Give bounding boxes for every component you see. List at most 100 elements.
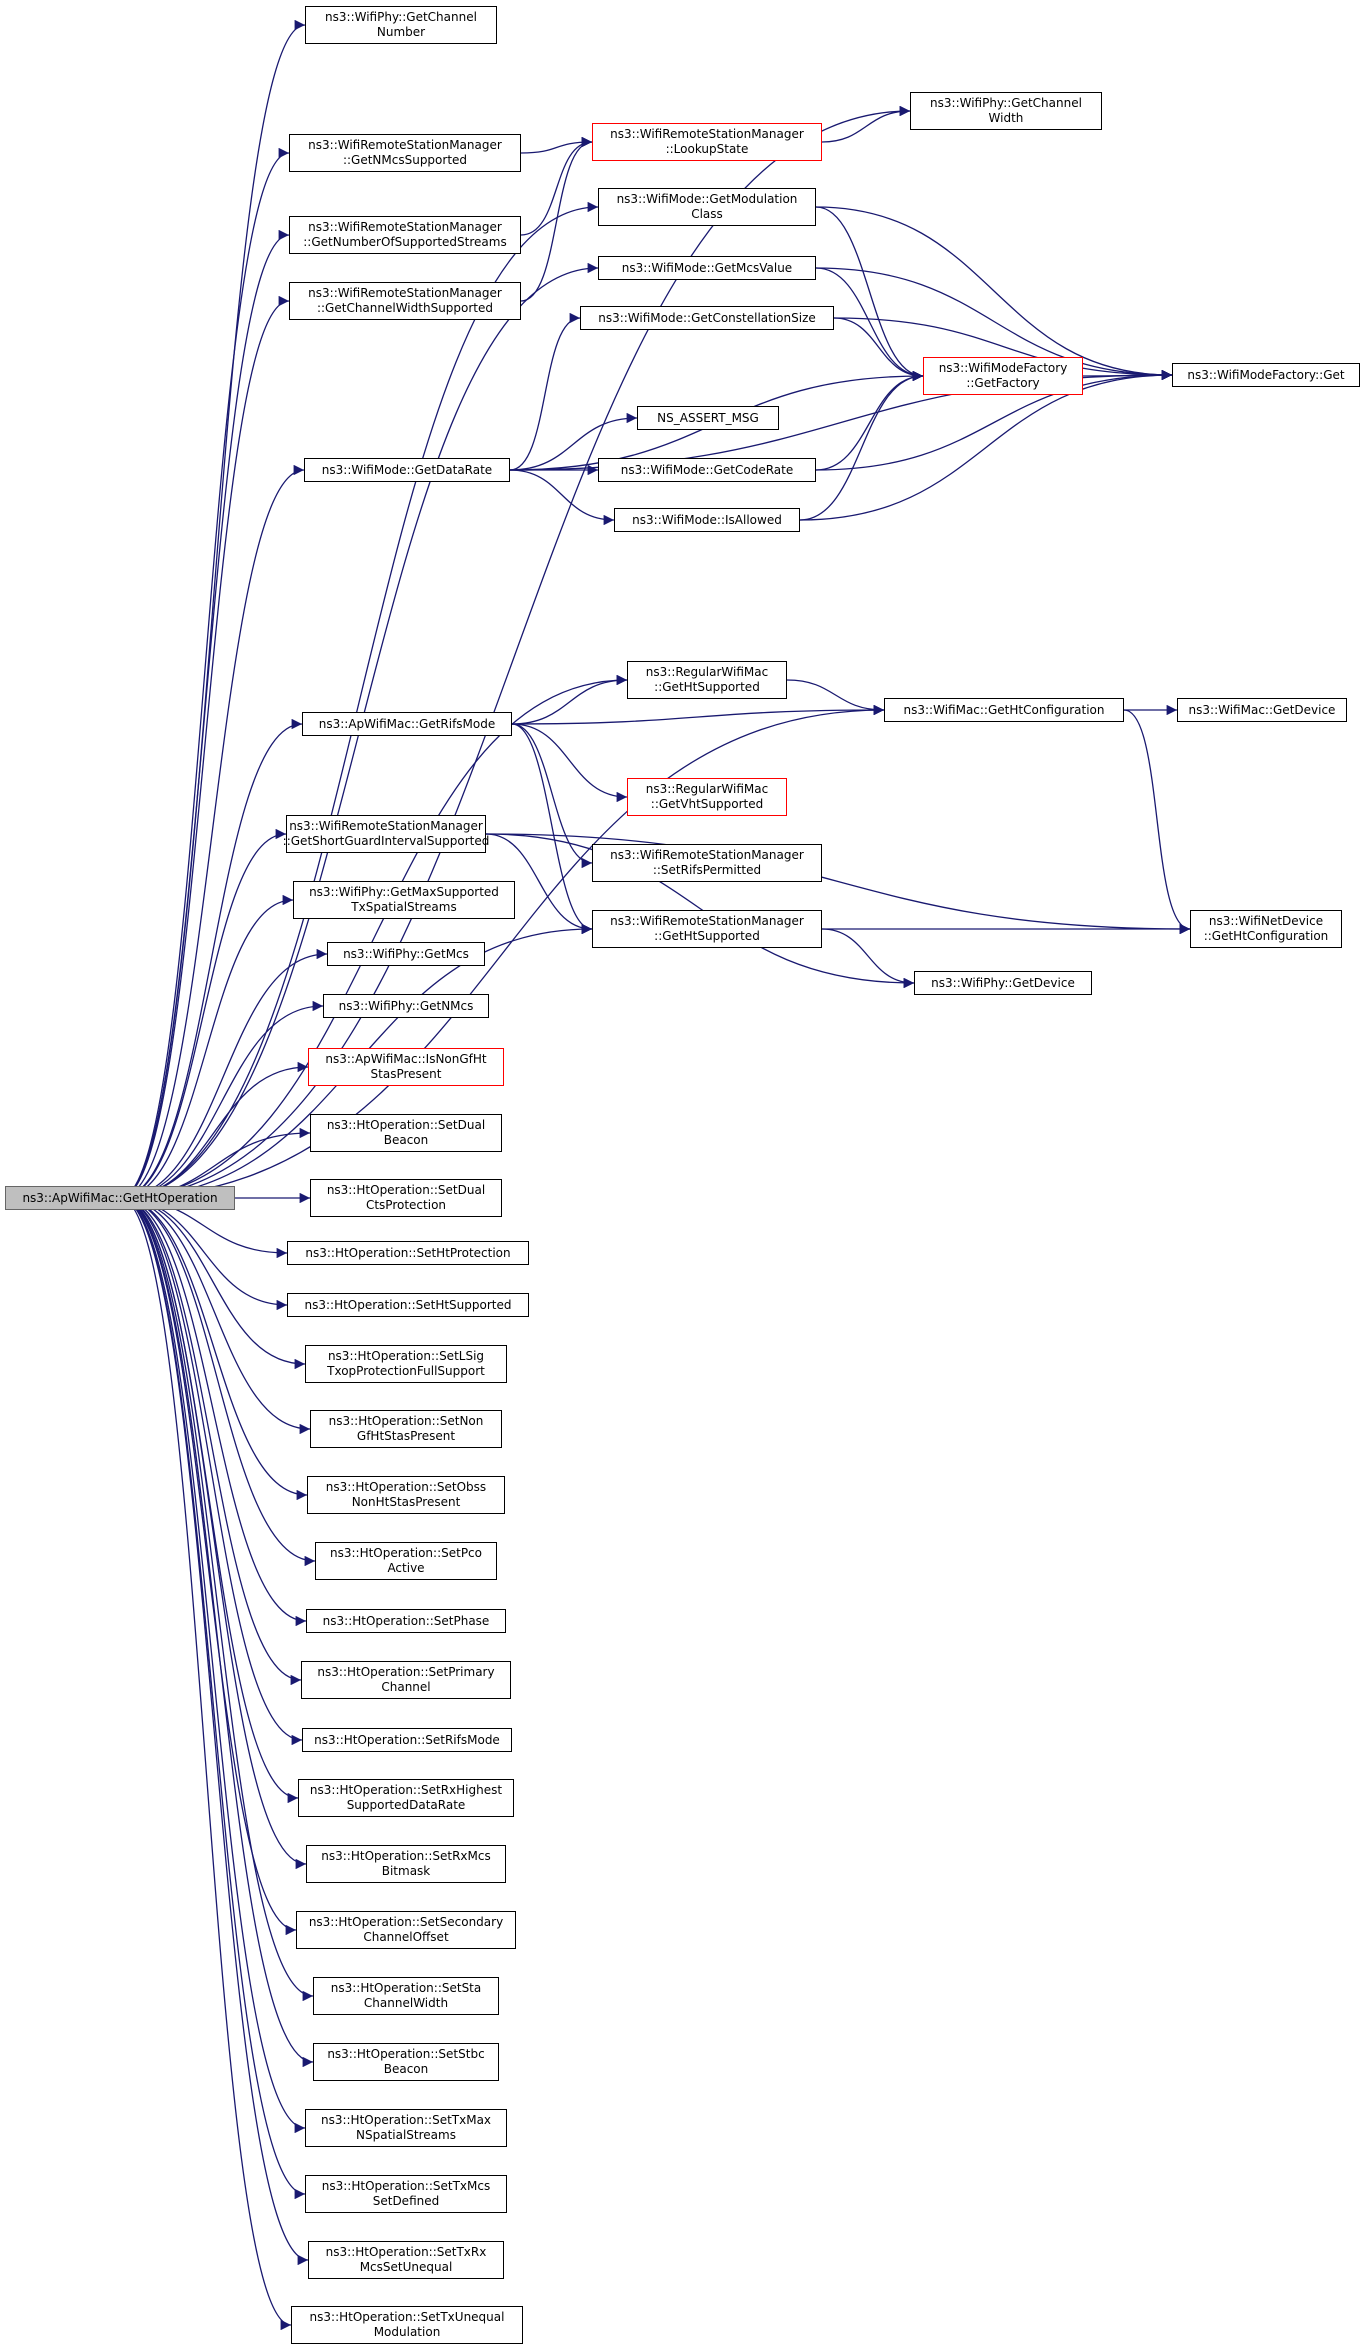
node-root[interactable]: ns3::ApWifiMac::GetHtOperation (5, 1186, 235, 1210)
edge-root-h18 (119, 1197, 306, 2200)
edge-rsmChanWidth-rsmLookup (520, 136, 593, 302)
edge-rifsMode-rsmHt (511, 723, 593, 935)
edge-root-h20 (119, 1197, 292, 2331)
edge-root-modeDataRate (119, 464, 305, 1199)
node-non-gf[interactable]: ns3::ApWifiMac::IsNonGfHt StasPresent (308, 1048, 504, 1086)
node-phy-chan-num[interactable]: ns3::WifiPhy::GetChannel Number (305, 6, 497, 44)
node-mac-ht-conf[interactable]: ns3::WifiMac::GetHtConfiguration (884, 698, 1124, 722)
edge-modeConst-factoryGetFactory (833, 317, 924, 382)
node-h06[interactable]: ns3::HtOperation::SetNon GfHtStasPresent (310, 1410, 502, 1448)
node-mac-device[interactable]: ns3::WifiMac::GetDevice (1177, 698, 1347, 722)
node-mode-const[interactable]: ns3::WifiMode::GetConstellationSize (580, 306, 834, 330)
edge-root-h19 (119, 1197, 309, 2266)
node-h01[interactable]: ns3::HtOperation::SetDual Beacon (310, 1114, 502, 1152)
edge-modeDataRate-assert (509, 412, 638, 471)
node-h17[interactable]: ns3::HtOperation::SetTxMax NSpatialStrea… (305, 2109, 507, 2147)
node-net-ht-conf[interactable]: ns3::WifiNetDevice ::GetHtConfiguration (1190, 910, 1342, 948)
edge-macHtConf-netHtConf (1123, 709, 1191, 935)
node-reg-ht[interactable]: ns3::RegularWifiMac ::GetHtSupported (627, 661, 787, 699)
node-rifs-mode[interactable]: ns3::ApWifiMac::GetRifsMode (302, 712, 512, 736)
edge-root-nonGf (119, 1061, 309, 1199)
edge-root-phyChanWidth (119, 105, 911, 1199)
edge-root-h08 (119, 1197, 316, 1567)
edge-rsmLookup-phyChanWidth (821, 105, 911, 143)
edge-modeModClass-factoryGetFactory (815, 206, 924, 382)
edge-root-rsmChanWidth (119, 295, 290, 1199)
node-h05[interactable]: ns3::HtOperation::SetLSig TxopProtection… (305, 1345, 507, 1383)
node-h18[interactable]: ns3::HtOperation::SetTxMcs SetDefined (305, 2175, 507, 2213)
node-h19[interactable]: ns3::HtOperation::SetTxRx McsSetUnequal (308, 2241, 504, 2279)
edge-rsmShortGI-phyDevice (485, 833, 915, 989)
node-mode-data-rate[interactable]: ns3::WifiMode::GetDataRate (304, 458, 510, 482)
edge-rsmHt-phyDevice (821, 928, 915, 989)
node-mode-is-allowed[interactable]: ns3::WifiMode::IsAllowed (614, 508, 800, 532)
edge-modeDataRate-modeIsAllowed (509, 469, 615, 526)
node-h09[interactable]: ns3::HtOperation::SetPhase (306, 1609, 506, 1633)
node-rsm-chan-width[interactable]: ns3::WifiRemoteStationManager ::GetChann… (289, 282, 521, 320)
edge-root-phyMcs (119, 948, 328, 1199)
edge-root-h10 (119, 1197, 302, 1686)
edge-modeMcsValue-factoryGet (815, 267, 1173, 381)
node-mode-code-rate[interactable]: ns3::WifiMode::GetCodeRate (598, 458, 816, 482)
edge-root-phyMaxSS (119, 894, 294, 1199)
edge-root-h16 (119, 1197, 314, 2068)
edge-root-h09 (119, 1197, 307, 1627)
node-rsm-rifs[interactable]: ns3::WifiRemoteStationManager ::SetRifsP… (592, 844, 822, 882)
node-h16[interactable]: ns3::HtOperation::SetStbc Beacon (313, 2043, 499, 2081)
node-phy-chan-width[interactable]: ns3::WifiPhy::GetChannel Width (910, 92, 1102, 130)
node-reg-vht[interactable]: ns3::RegularWifiMac ::GetVhtSupported (627, 778, 787, 816)
node-h11[interactable]: ns3::HtOperation::SetRifsMode (302, 1728, 512, 1752)
node-mode-mcs-value[interactable]: ns3::WifiMode::GetMcsValue (598, 256, 816, 280)
edge-modeMcsValue-factoryGetFactory (815, 267, 924, 382)
node-h15[interactable]: ns3::HtOperation::SetSta ChannelWidth (313, 1977, 499, 2015)
edge-root-h11 (119, 1197, 303, 1746)
node-factory-get[interactable]: ns3::WifiModeFactory::Get (1172, 363, 1360, 387)
node-assert[interactable]: NS_ASSERT_MSG (637, 406, 779, 430)
edge-modeIsAllowed-factoryGet (799, 369, 1173, 521)
node-rsm-streams[interactable]: ns3::WifiRemoteStationManager ::GetNumbe… (289, 216, 521, 254)
edge-rsmNMcs-rsmLookup (520, 136, 593, 154)
node-h08[interactable]: ns3::HtOperation::SetPco Active (315, 1542, 497, 1580)
node-rsm-ht[interactable]: ns3::WifiRemoteStationManager ::GetHtSup… (592, 910, 822, 948)
edge-root-h13 (119, 1197, 307, 1870)
edge-rifsMode-rsmRifs (511, 723, 593, 869)
edge-modeConst-factoryGet (833, 317, 1173, 381)
edge-rifsMode-regVht (511, 723, 628, 803)
node-h07[interactable]: ns3::HtOperation::SetObss NonHtStasPrese… (307, 1476, 505, 1514)
edge-rifsMode-macHtConf (511, 704, 885, 725)
node-factory-get-factory[interactable]: ns3::WifiModeFactory ::GetFactory (923, 357, 1083, 395)
node-phy-device[interactable]: ns3::WifiPhy::GetDevice (914, 971, 1092, 995)
node-h10[interactable]: ns3::HtOperation::SetPrimary Channel (301, 1661, 511, 1699)
node-phy-n-mcs[interactable]: ns3::WifiPhy::GetNMcs (323, 994, 489, 1018)
edge-root-rsmNMcs (119, 147, 290, 1199)
edge-root-h17 (119, 1197, 306, 2134)
edge-modeDataRate-modeConst (509, 312, 581, 471)
edge-rsmShortGI-rsmHt (485, 833, 593, 935)
node-mode-mod-class[interactable]: ns3::WifiMode::GetModulation Class (598, 188, 816, 226)
node-h14[interactable]: ns3::HtOperation::SetSecondary ChannelOf… (296, 1911, 516, 1949)
node-phy-max-s-s[interactable]: ns3::WifiPhy::GetMaxSupported TxSpatialS… (293, 881, 515, 919)
node-h04[interactable]: ns3::HtOperation::SetHtSupported (287, 1293, 529, 1317)
edge-root-phyNMcs (119, 1000, 324, 1199)
node-phy-mcs[interactable]: ns3::WifiPhy::GetMcs (327, 942, 485, 966)
edge-rifsMode-regHt (511, 674, 628, 725)
node-h13[interactable]: ns3::HtOperation::SetRxMcs Bitmask (306, 1845, 506, 1883)
node-h20[interactable]: ns3::HtOperation::SetTxUnequal Modulatio… (291, 2306, 523, 2344)
node-rsm-lookup[interactable]: ns3::WifiRemoteStationManager ::LookupSt… (592, 123, 822, 161)
edge-root-rifsMode (119, 718, 303, 1199)
edge-root-macHtConf (119, 704, 885, 1199)
node-rsm-n-mcs[interactable]: ns3::WifiRemoteStationManager ::GetNMcsS… (289, 134, 521, 172)
edge-modeCodeRate-factoryGetFactory (815, 370, 924, 471)
node-rsm-short-g-i[interactable]: ns3::WifiRemoteStationManager ::GetShort… (283, 815, 489, 853)
edge-modeModClass-factoryGet (815, 206, 1173, 381)
edge-regHt-macHtConf (786, 679, 885, 716)
node-h02[interactable]: ns3::HtOperation::SetDual CtsProtection (310, 1179, 502, 1217)
edge-root-rsmShortGI (119, 828, 287, 1199)
edge-root-h15 (119, 1197, 314, 2002)
node-h03[interactable]: ns3::HtOperation::SetHtProtection (287, 1241, 529, 1265)
edge-root-rsmStreams (119, 229, 290, 1199)
node-h12[interactable]: ns3::HtOperation::SetRxHighest Supported… (298, 1779, 514, 1817)
edge-rsmStreams-rsmLookup (520, 136, 593, 236)
